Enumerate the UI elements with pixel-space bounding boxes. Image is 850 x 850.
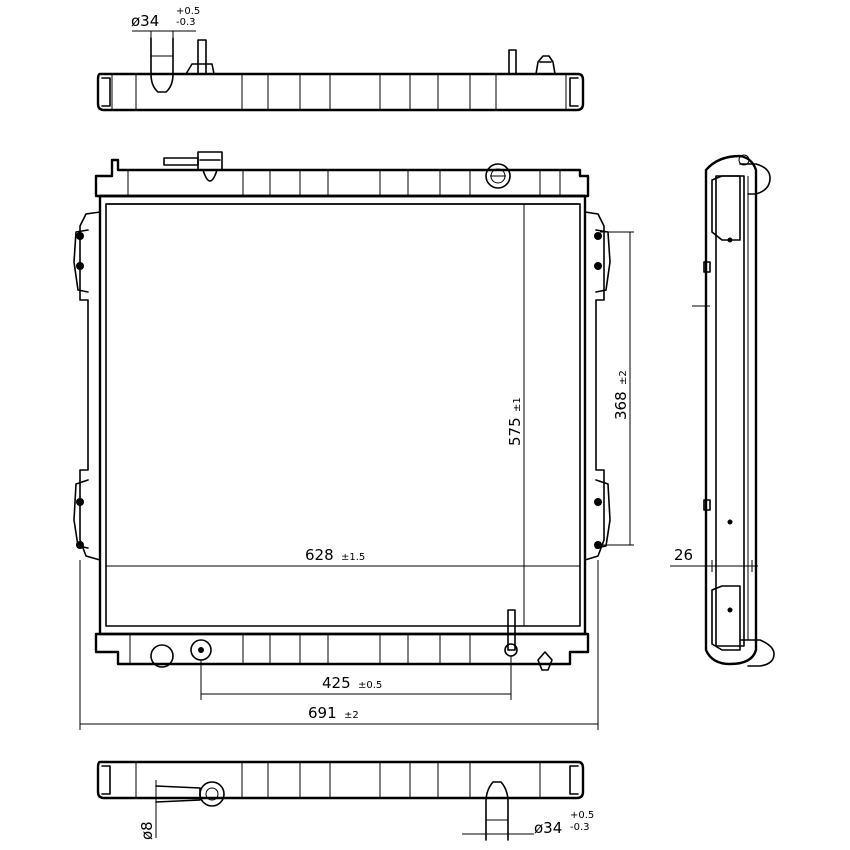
lower-small-fitting [507, 609, 516, 651]
top-cap-fitting [535, 55, 556, 75]
bottom-tank-ribs [135, 762, 541, 798]
front-view: 628 ±1.5 575 ±1 368 ±2 425 ±0.5 691 ±2 [73, 151, 634, 730]
bottom-outlet-tol-minus: -0.3 [570, 822, 590, 833]
side-outlet-pipe [739, 639, 775, 667]
fittings-spacing-tol: ±0.5 [358, 680, 382, 691]
side-view: 26 [670, 154, 775, 667]
right-side-bracket [584, 211, 605, 561]
thickness-label: 26 [674, 546, 693, 564]
top-view: ø34 +0.5 -0.3 [96, 6, 585, 112]
bottom-drain-fitting [199, 781, 225, 807]
lower-tank [94, 632, 590, 666]
core-width-tol: ±1.5 [341, 552, 365, 563]
fittings-spacing-label: 425 [322, 674, 351, 692]
top-small-fitting-left [197, 39, 207, 75]
bottom-outlet-tol-plus: +0.5 [570, 810, 594, 821]
top-inlet-pipe [150, 37, 174, 93]
outlet-circle [150, 644, 174, 668]
drain-diameter-label: ø8 [138, 821, 156, 840]
overall-width-tol: ±2 [344, 710, 359, 721]
bottom-view: ø8 ø34 +0.5 -0.3 [96, 760, 594, 841]
top-tank-ribs [135, 74, 497, 110]
mount-spacing-tol: ±2 [618, 370, 629, 385]
core-frame [98, 194, 587, 636]
bottom-outlet-diameter-label: ø34 [534, 819, 562, 837]
bottom-tank-outline [96, 760, 585, 800]
drain-plug [537, 651, 553, 671]
filler-cap-circle [485, 163, 511, 189]
top-inlet-tol-minus: -0.3 [176, 17, 196, 28]
lower-tank-ribs [129, 634, 471, 664]
core-height-tol: ±1 [512, 397, 523, 412]
upper-tank [94, 158, 590, 198]
bottom-outlet-pipe [485, 781, 509, 841]
core-height-label: 575 [506, 417, 524, 446]
top-inlet-diameter-label: ø34 [131, 12, 159, 30]
mount-spacing-label: 368 [612, 391, 630, 420]
core-width-label: 628 [305, 546, 334, 564]
top-tank-outline [96, 72, 585, 112]
left-side-bracket [79, 211, 101, 561]
overall-width-label: 691 [308, 704, 337, 722]
front-inlet-pipe [197, 151, 223, 182]
side-profile-outline [704, 154, 758, 666]
upper-tank-ribs [127, 170, 561, 196]
side-inlet-pipe [739, 163, 771, 195]
top-small-fitting-right [508, 49, 517, 75]
top-inlet-tol-plus: +0.5 [176, 6, 200, 17]
